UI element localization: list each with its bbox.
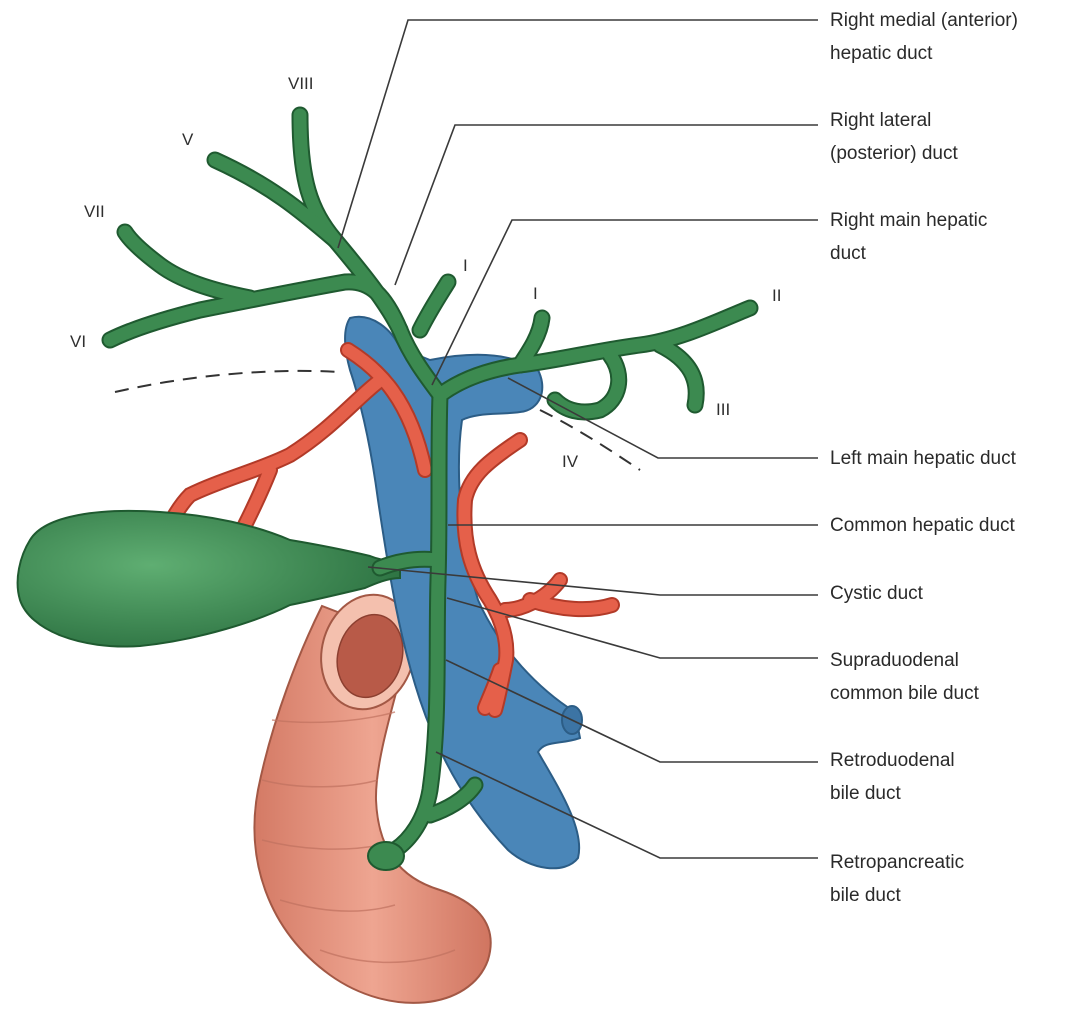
label-right-main-hepatic-duct: Right main hepatic duct — [830, 204, 987, 270]
segment-iv-label: IV — [562, 452, 578, 472]
segment-vi-label: VI — [70, 332, 86, 352]
label-supraduodenal-cbd: Supraduodenal common bile duct — [830, 644, 979, 710]
label-right-medial-line1: Right medial (anterior) — [830, 4, 1018, 37]
label-retropancreatic-line2: bile duct — [830, 879, 964, 912]
leader-right-medial — [338, 20, 818, 248]
label-retroduodenal-line1: Retroduodenal — [830, 744, 955, 777]
label-retropancreatic-bile-duct: Retropancreatic bile duct — [830, 846, 964, 912]
ampulla — [368, 842, 404, 870]
segment-v-label: V — [182, 130, 193, 150]
label-right-main-line1: Right main hepatic — [830, 204, 987, 237]
label-supraduodenal-line1: Supraduodenal — [830, 644, 979, 677]
leader-left-main — [508, 378, 818, 458]
label-common-hepatic-duct: Common hepatic duct — [830, 509, 1015, 542]
segment-vii-label: VII — [84, 202, 105, 222]
label-retroduodenal-bile-duct: Retroduodenal bile duct — [830, 744, 955, 810]
segment-i-label-a: I — [463, 256, 468, 276]
label-cystic-duct: Cystic duct — [830, 577, 923, 610]
label-right-main-line2: duct — [830, 237, 987, 270]
label-right-medial-hepatic-duct: Right medial (anterior) hepatic duct — [830, 4, 1018, 70]
segment-iii-label: III — [716, 400, 730, 420]
label-supraduodenal-line2: common bile duct — [830, 677, 979, 710]
label-right-medial-line2: hepatic duct — [830, 37, 1018, 70]
segment-viii-label: VIII — [288, 74, 314, 94]
label-right-lateral-duct: Right lateral (posterior) duct — [830, 104, 958, 170]
label-right-lateral-line2: (posterior) duct — [830, 137, 958, 170]
label-retropancreatic-line1: Retropancreatic — [830, 846, 964, 879]
label-left-main-hepatic-duct: Left main hepatic duct — [830, 442, 1016, 475]
segment-ii-label: II — [772, 286, 781, 306]
label-right-lateral-line1: Right lateral — [830, 104, 958, 137]
label-retroduodenal-line2: bile duct — [830, 777, 955, 810]
segment-i-label-b: I — [533, 284, 538, 304]
leader-right-lateral — [395, 125, 818, 285]
